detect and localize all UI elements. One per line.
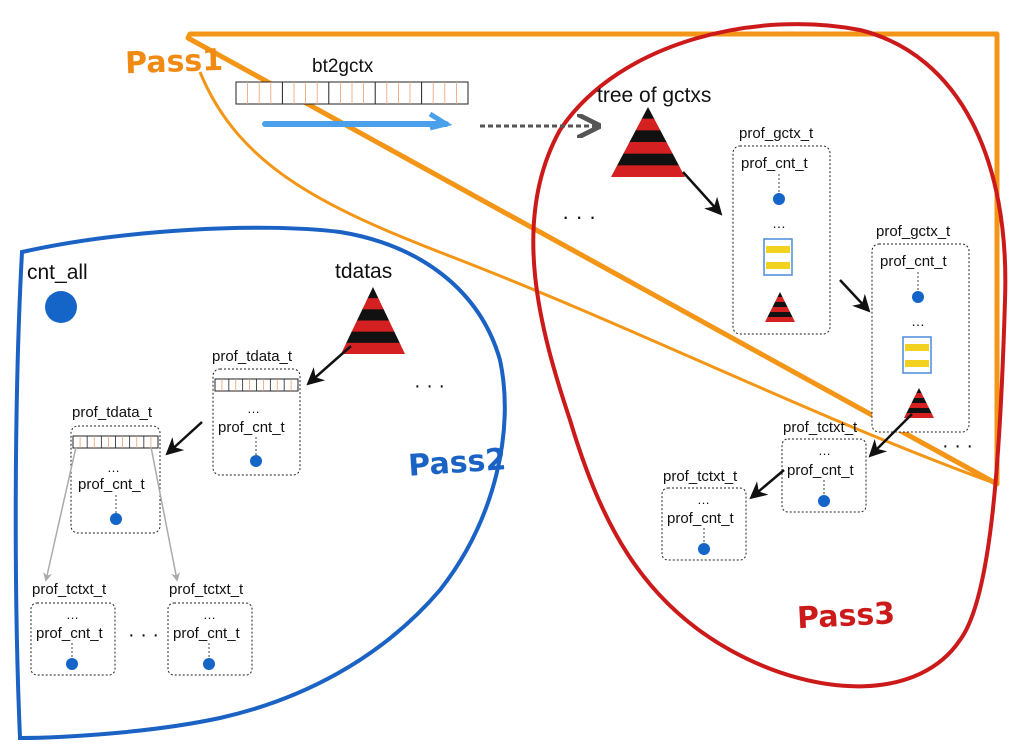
p3-tctx-2-title: prof_tctxt_t (663, 468, 738, 485)
svg-text:prof_cnt_t: prof_cnt_t (36, 625, 104, 642)
tdatas-label: tdatas (335, 260, 392, 283)
bt2gctx-cells (247, 82, 457, 104)
p3-tctx-box-2: prof_tctxt_t … prof_cnt_t (661, 468, 747, 561)
svg-text:prof_cnt_t: prof_cnt_t (78, 476, 146, 493)
svg-text:prof_cnt_t: prof_cnt_t (218, 419, 286, 436)
tdata-a-title: prof_tdata_t (212, 348, 293, 365)
counter-dot (773, 193, 785, 205)
yellow-array-icon (902, 336, 932, 374)
pass1-label: Pass1 (124, 43, 223, 81)
pass3-label: Pass3 (796, 596, 896, 636)
tdatas-triangle (341, 287, 405, 354)
svg-text:…: … (66, 607, 79, 622)
svg-text:· · ·: · · · (942, 435, 973, 457)
bt2gctx-label: bt2gctx (312, 56, 374, 77)
counter-dot (250, 455, 262, 467)
tree-gctx-label: tree of gctxs (597, 84, 711, 107)
gctx-box-1: prof_gctx_t prof_cnt_t … (732, 125, 831, 335)
counter-dot (818, 495, 830, 507)
svg-text:…: … (697, 492, 710, 507)
svg-text:prof_cnt_t: prof_cnt_t (787, 462, 855, 479)
svg-text:prof_cnt_t: prof_cnt_t (173, 625, 241, 642)
counter-dot (698, 543, 710, 555)
counter-dot (66, 658, 78, 670)
gctx-box-2-title: prof_gctx_t (876, 223, 951, 240)
counter-dot (203, 658, 215, 670)
bt2gctx-array: bt2gctx (235, 56, 596, 128)
p2-tctx-box-1: prof_tctxt_t … prof_cnt_t (30, 581, 116, 676)
pass2-label: Pass2 (407, 442, 507, 484)
svg-text:…: … (247, 401, 260, 416)
pass3-region: Pass3 (531, 22, 1008, 689)
gctx-box-1-title: prof_gctx_t (739, 125, 814, 142)
svg-text:· · ·: · · · (128, 624, 159, 646)
yellow-array-icon (763, 238, 793, 276)
tree-ellipsis: · · · (562, 204, 596, 229)
svg-text:…: … (107, 460, 120, 475)
p2-tctx-1-title: prof_tctxt_t (32, 581, 107, 598)
gctx-box-2-cnt: prof_cnt_t (880, 253, 948, 270)
svg-text:prof_cnt_t: prof_cnt_t (667, 510, 735, 527)
counter-dot (912, 291, 924, 303)
p3-tctx-box-1: prof_tctxt_t … prof_cnt_t (781, 419, 867, 513)
cnt-all-dot (45, 291, 77, 323)
tdata-box-b: prof_tdata_t … prof_cnt_t (70, 404, 161, 534)
p3-tctx-1-title: prof_tctxt_t (783, 419, 858, 436)
p2-tctx-2-title: prof_tctxt_t (169, 581, 244, 598)
tdata-b-title: prof_tdata_t (72, 404, 153, 421)
svg-text:…: … (772, 215, 786, 231)
svg-text:· · ·: · · · (414, 375, 445, 397)
tree-gctx-triangle (611, 107, 685, 177)
gctx-box-2: prof_gctx_t prof_cnt_t … (871, 223, 970, 433)
p2-tctx-box-2: prof_tctxt_t … prof_cnt_t (167, 581, 253, 676)
pass2-region: Pass2 (13, 225, 507, 741)
cnt-all-label: cnt_all (27, 261, 88, 284)
svg-text:…: … (818, 443, 831, 458)
svg-text:…: … (911, 313, 925, 329)
small-triangle-icon (765, 292, 795, 322)
tdata-box-a: prof_tdata_t … prof_cnt_t (212, 348, 301, 476)
gctx-box-1-cnt: prof_cnt_t (741, 155, 809, 172)
svg-text:…: … (203, 607, 216, 622)
small-triangle-icon (904, 388, 934, 418)
counter-dot (110, 513, 122, 525)
